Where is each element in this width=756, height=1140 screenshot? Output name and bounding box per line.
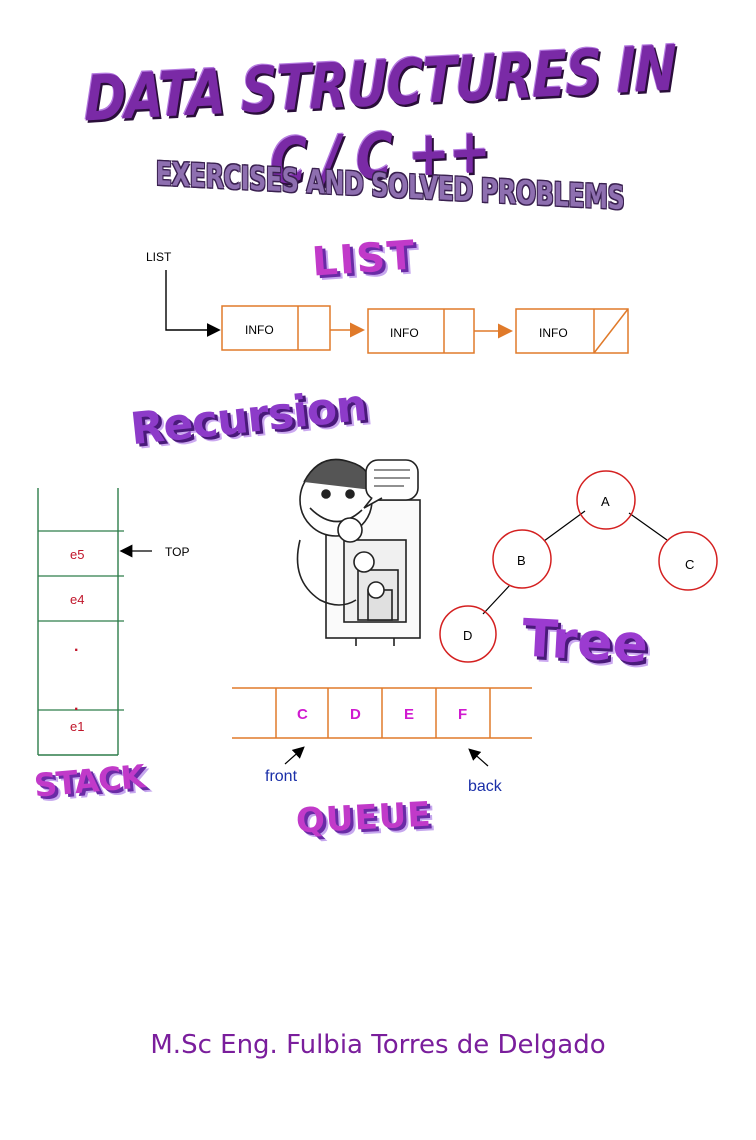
stack-diagram: e5 e4 . . e1 <box>37 488 124 756</box>
tree-label-d: D <box>463 628 472 643</box>
queue-diagram: C D E F <box>232 687 532 739</box>
tree-node-c <box>658 531 718 591</box>
tree-wordart: Tree <box>520 608 650 676</box>
queue-wordart: QUEUE <box>295 794 433 842</box>
queue-cell-d: D <box>350 706 361 723</box>
tree-edge-a-c <box>628 512 668 541</box>
queue-back-label: back <box>468 778 503 795</box>
tree-node-a <box>576 470 636 530</box>
queue-back-arrow <box>468 748 489 767</box>
list-node-3-info: INFO <box>539 326 568 340</box>
list-node-1: INFO <box>221 305 331 351</box>
stack-cell-e1: e1 <box>70 719 84 734</box>
stack-ellipsis-1: . <box>74 638 78 655</box>
stack-cell-e5: e5 <box>70 547 84 562</box>
stack-cell-e4: e4 <box>70 592 84 607</box>
list-null-slash <box>593 308 629 354</box>
queue-front-arrow <box>284 746 305 765</box>
list-pointer-label: LIST <box>146 250 172 264</box>
list-node-2-info: INFO <box>390 326 419 340</box>
list-head-arrow <box>165 270 221 337</box>
list-node-1-info: INFO <box>245 323 274 337</box>
queue-front-label: front <box>265 768 298 785</box>
author-name: M.Sc Eng. Fulbia Torres de Delgado <box>150 1030 606 1060</box>
tree-edge-b-d <box>482 584 511 615</box>
queue-cell-c: C <box>297 706 308 723</box>
tree-diagram: A B C D <box>439 470 718 663</box>
tree-label-b: B <box>517 553 526 568</box>
stack-ellipsis-2: . <box>74 697 78 714</box>
tree-node-b <box>492 529 552 589</box>
tree-node-d <box>439 605 497 663</box>
recursion-cartoon <box>296 458 421 646</box>
list-node-2: INFO <box>367 308 475 354</box>
queue-cell-e: E <box>404 706 414 723</box>
queue-cell-f: F <box>458 706 467 723</box>
list-node-3: INFO <box>515 308 629 354</box>
tree-label-c: C <box>685 557 694 572</box>
tree-label-a: A <box>601 494 610 509</box>
stack-top-label: TOP <box>165 545 189 559</box>
tree-edge-a-b <box>543 510 586 542</box>
